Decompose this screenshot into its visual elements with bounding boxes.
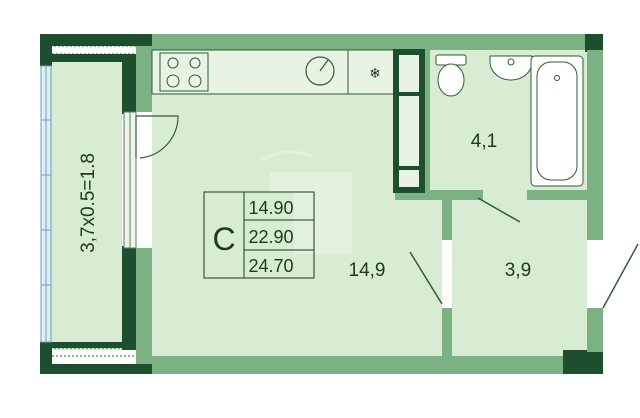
- corner-bottom-right: [563, 350, 603, 374]
- balcony-top-hatch: [49, 45, 139, 55]
- hall-door-leaf: [409, 251, 443, 305]
- room-area-bathroom: 4,1: [471, 131, 497, 152]
- unit-type-letter: С: [212, 221, 235, 257]
- wall-left-bottom: [136, 248, 152, 364]
- stove-icon: [159, 52, 209, 92]
- wall-hall-left-top: [442, 196, 452, 240]
- balcony-wall-left-top: [40, 34, 52, 66]
- unit-area-living: 14.90: [248, 198, 293, 218]
- wall-top: [152, 34, 585, 50]
- kitchen-counter: [151, 49, 397, 95]
- corner-top-right: [585, 34, 603, 52]
- bathtub-icon: [530, 55, 584, 187]
- door-swing-icon: [136, 115, 179, 159]
- wall-left-top: [136, 46, 152, 112]
- fridge-icon: ❄: [347, 50, 381, 94]
- entrance-door-leaf: [602, 243, 639, 309]
- wall-right-top: [587, 50, 603, 240]
- wall-bath-bottom-right: [527, 190, 587, 200]
- unit-area-table: С 14.90 22.90 24.70: [203, 191, 315, 279]
- wall-bath-bottom-left: [395, 190, 483, 200]
- wall-hall-left-bottom: [442, 308, 452, 356]
- balcony-divider-top: [122, 54, 136, 114]
- bathroom-door-leaf: [477, 197, 521, 223]
- wall-bath-left: [422, 50, 430, 196]
- watermark-logo: [261, 150, 352, 254]
- balcony-wall-top: [40, 34, 152, 46]
- wall-right-bottom: [587, 308, 603, 352]
- unit-area-total: 22.90: [248, 227, 293, 247]
- room-area-living: 14,9: [349, 260, 386, 281]
- wall-bottom: [152, 356, 563, 374]
- unit-area-with-balcony: 24.70: [248, 256, 293, 276]
- toilet-icon: [435, 54, 467, 97]
- sink-icon: [305, 56, 335, 86]
- balcony-area-label: 3,7х0.5=1.8: [78, 153, 99, 253]
- hall-floor: [452, 196, 587, 356]
- balcony-wall-bottom-inner: [40, 342, 136, 348]
- balcony-floor: [50, 62, 122, 350]
- balcony-wall-top-inner: [40, 54, 136, 62]
- room-area-hall: 3,9: [505, 260, 531, 281]
- balcony-divider-bottom: [122, 246, 136, 350]
- balcony-wall-bottom: [40, 364, 152, 374]
- svg-text:❄: ❄: [369, 65, 381, 81]
